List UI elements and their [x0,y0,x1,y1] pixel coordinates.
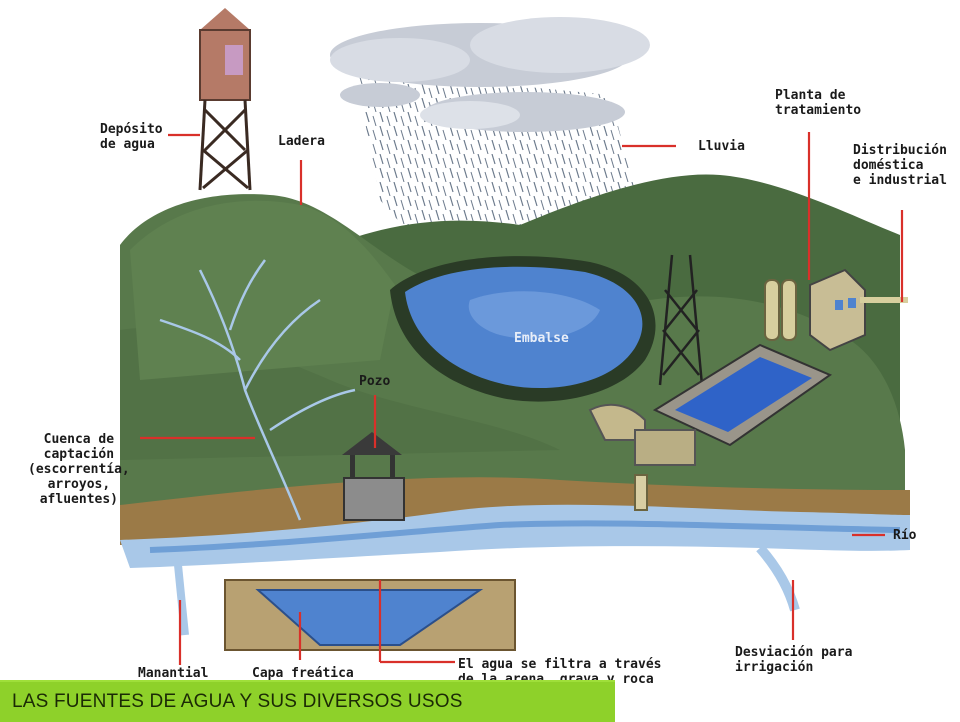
leader-lines [140,132,904,665]
irrigation-channel [756,544,800,612]
label-embalse: Embalse [514,331,569,346]
label-desviacion-irrigacion: Desviación para irrigación [735,645,853,675]
reservoir-highlight [468,291,600,339]
derrick [658,254,704,386]
label-deposito-de-agua: Depósito de agua [100,122,163,152]
spring-waterfall [174,564,189,636]
label-pozo: Pozo [359,374,391,389]
label-rio: Río [893,528,917,543]
storm-clouds [330,17,650,132]
label-cuenca-de-captacion: Cuenca de captación (escorrentía, arroyo… [28,432,130,507]
ladera-slope [130,200,395,380]
treatment-plant [588,268,908,511]
river-core [149,520,901,553]
label-manantial: Manantial [138,666,209,681]
river [120,504,910,568]
label-planta-de-tratamiento: Planta de tratamiento [775,88,862,118]
creek-branches [159,259,356,521]
label-capa-freatica: Capa freática [252,666,354,681]
label-ladera: Ladera [278,134,325,149]
water-tower [198,8,252,191]
caption-banner: LAS FUENTES DE AGUA Y SUS DIVERSOS USOS [0,680,615,722]
label-lluvia: Lluvia [698,139,745,154]
label-distribucion: Distribución doméstica e industrial [853,143,947,188]
caption-title: LAS FUENTES DE AGUA Y SUS DIVERSOS USOS [12,691,463,712]
well [342,432,405,521]
